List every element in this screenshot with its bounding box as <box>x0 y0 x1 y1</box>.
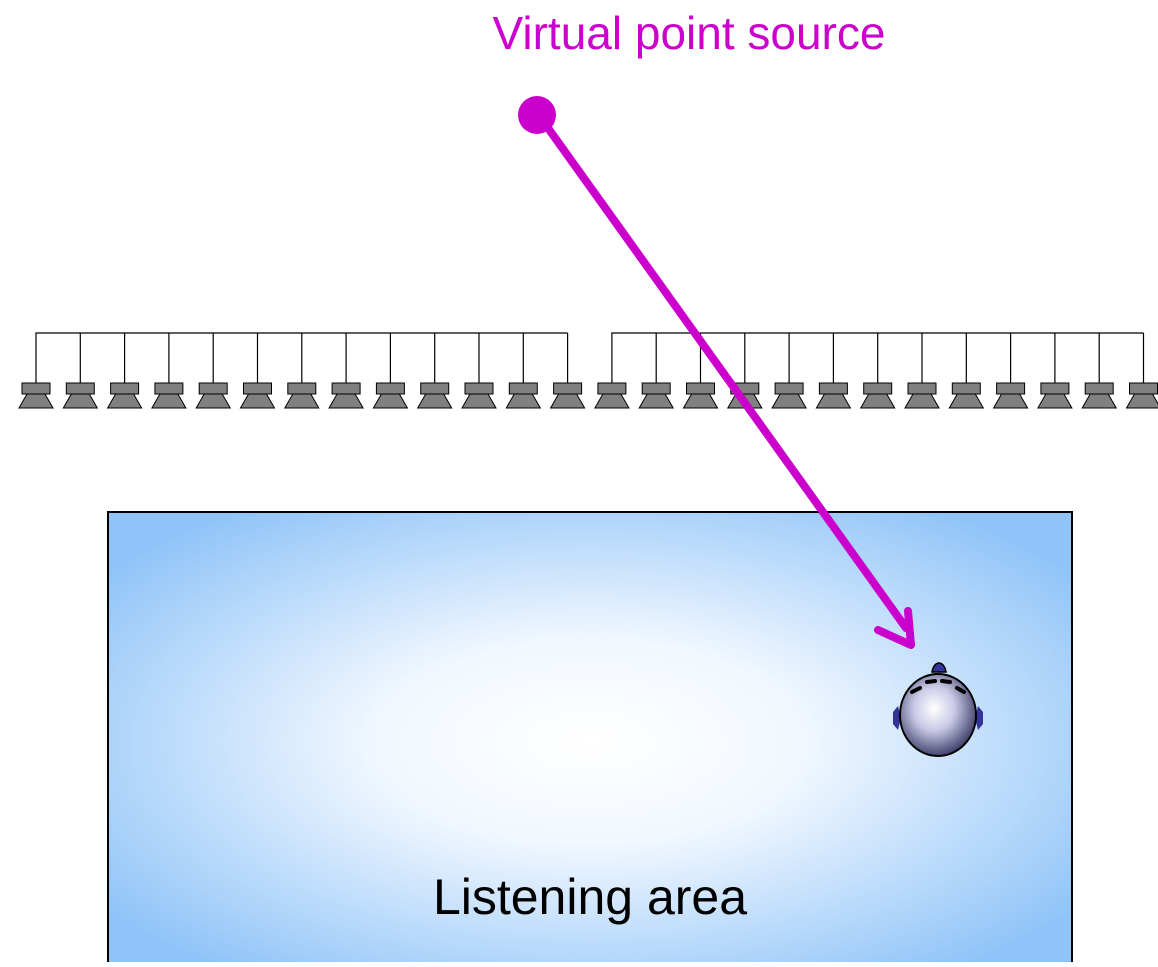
loudspeaker-icon <box>861 383 895 408</box>
loudspeaker-icon <box>994 383 1028 408</box>
virtual-point-source-label: Virtual point source <box>110 6 1158 61</box>
point-source-dot <box>518 96 556 134</box>
loudspeaker-icon <box>772 383 806 408</box>
loudspeaker-icon <box>19 383 53 408</box>
loudspeaker-icon <box>551 383 585 408</box>
loudspeaker-icon <box>329 383 363 408</box>
loudspeaker-icon <box>949 383 983 408</box>
loudspeaker-icon <box>152 383 186 408</box>
loudspeaker-icon <box>418 383 452 408</box>
loudspeaker-icon <box>684 383 718 408</box>
loudspeaker-icon <box>462 383 496 408</box>
loudspeaker-array <box>19 333 1158 408</box>
loudspeaker-icon <box>373 383 407 408</box>
loudspeaker-icon <box>816 383 850 408</box>
loudspeaker-icon <box>1127 383 1158 408</box>
loudspeaker-icon <box>639 383 673 408</box>
loudspeaker-icon <box>905 383 939 408</box>
loudspeaker-icon <box>506 383 540 408</box>
loudspeaker-icon <box>1038 383 1072 408</box>
listening-area-label: Listening area <box>108 870 1072 925</box>
loudspeaker-icon <box>63 383 97 408</box>
loudspeaker-icon <box>1082 383 1116 408</box>
speaker-wiring <box>36 333 568 383</box>
loudspeaker-icon <box>241 383 275 408</box>
speaker-wiring <box>612 333 1144 383</box>
loudspeaker-icon <box>196 383 230 408</box>
loudspeaker-icon <box>595 383 629 408</box>
loudspeaker-icon <box>108 383 142 408</box>
loudspeaker-icon <box>285 383 319 408</box>
